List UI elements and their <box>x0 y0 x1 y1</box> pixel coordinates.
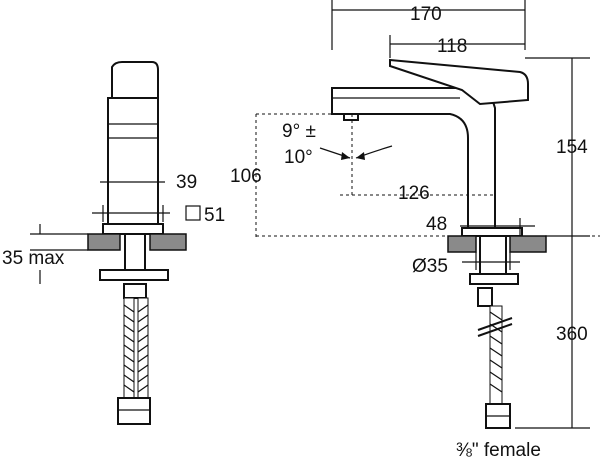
side-deck-right <box>509 235 547 253</box>
max-deck-label: 35 max <box>2 248 65 269</box>
angle-top-label: 9° ± <box>282 121 316 142</box>
base-offset-label: 48 <box>426 214 447 235</box>
front-lever <box>111 61 159 99</box>
front-deck-right <box>149 233 187 251</box>
front-deck-left <box>87 233 121 251</box>
body-width-label: 39 <box>176 172 197 193</box>
side-deck-left <box>447 235 477 253</box>
front-nut <box>123 283 147 299</box>
side-spout-body <box>331 87 496 233</box>
base-square-label: 51 <box>204 205 225 226</box>
side-hoses <box>477 305 513 429</box>
reach-label: 126 <box>398 183 430 204</box>
spout-height-label: 106 <box>230 166 262 187</box>
side-aerator <box>343 113 359 121</box>
overall-length-label: 170 <box>410 4 442 25</box>
side-view: 170 118 <box>230 0 600 459</box>
front-body <box>107 97 159 229</box>
square-icon <box>185 205 201 221</box>
front-base <box>102 223 164 235</box>
front-fixing-plate <box>99 269 169 281</box>
side-lever <box>389 58 529 106</box>
connection-label: ⅜" female <box>456 440 541 459</box>
side-shank <box>479 235 507 275</box>
front-view: 39 51 35 max <box>2 61 225 425</box>
hose-length-label: 360 <box>556 324 588 345</box>
side-nut <box>477 287 493 307</box>
side-fixing-plate <box>469 273 519 285</box>
angle-bottom-label: 10° <box>284 147 313 168</box>
side-base <box>461 227 523 237</box>
front-hoses <box>117 297 151 425</box>
lever-length-label: 118 <box>437 36 467 57</box>
hole-diameter-label: Ø35 <box>412 256 448 277</box>
total-height-label: 154 <box>556 137 588 158</box>
front-shank <box>124 233 146 271</box>
